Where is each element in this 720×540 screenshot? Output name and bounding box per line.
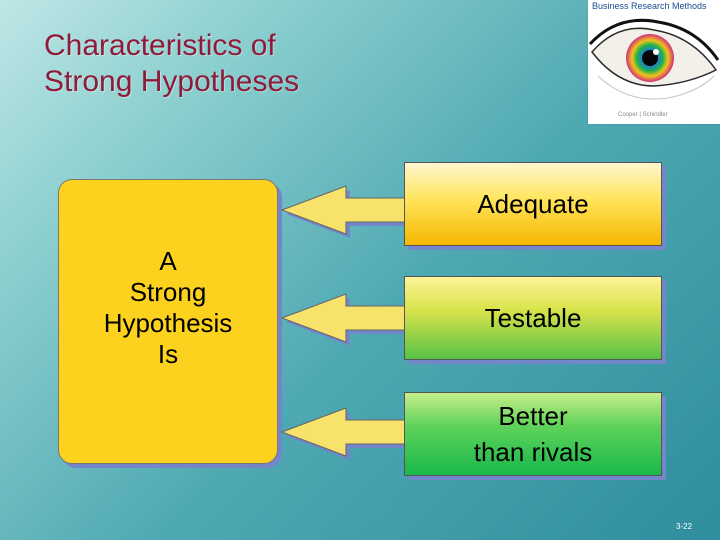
characteristic-text: Adequate [477,186,588,222]
arrow-to-better-than-rivals [282,408,416,460]
characteristic-text: Better than rivals [474,398,593,470]
page-number: 3-22 [676,522,692,531]
arrow-to-testable [282,294,416,346]
arrow-to-adequate [282,186,416,238]
characteristic-line: Better [474,398,593,434]
characteristic-line: Adequate [477,186,588,222]
characteristic-box-adequate: Adequate [404,162,662,246]
characteristic-text: Testable [485,300,582,336]
characteristic-line: than rivals [474,434,593,470]
characteristic-box-better-than-rivals: Better than rivals [404,392,662,476]
characteristic-box-testable: Testable [404,276,662,360]
characteristic-line: Testable [485,300,582,336]
